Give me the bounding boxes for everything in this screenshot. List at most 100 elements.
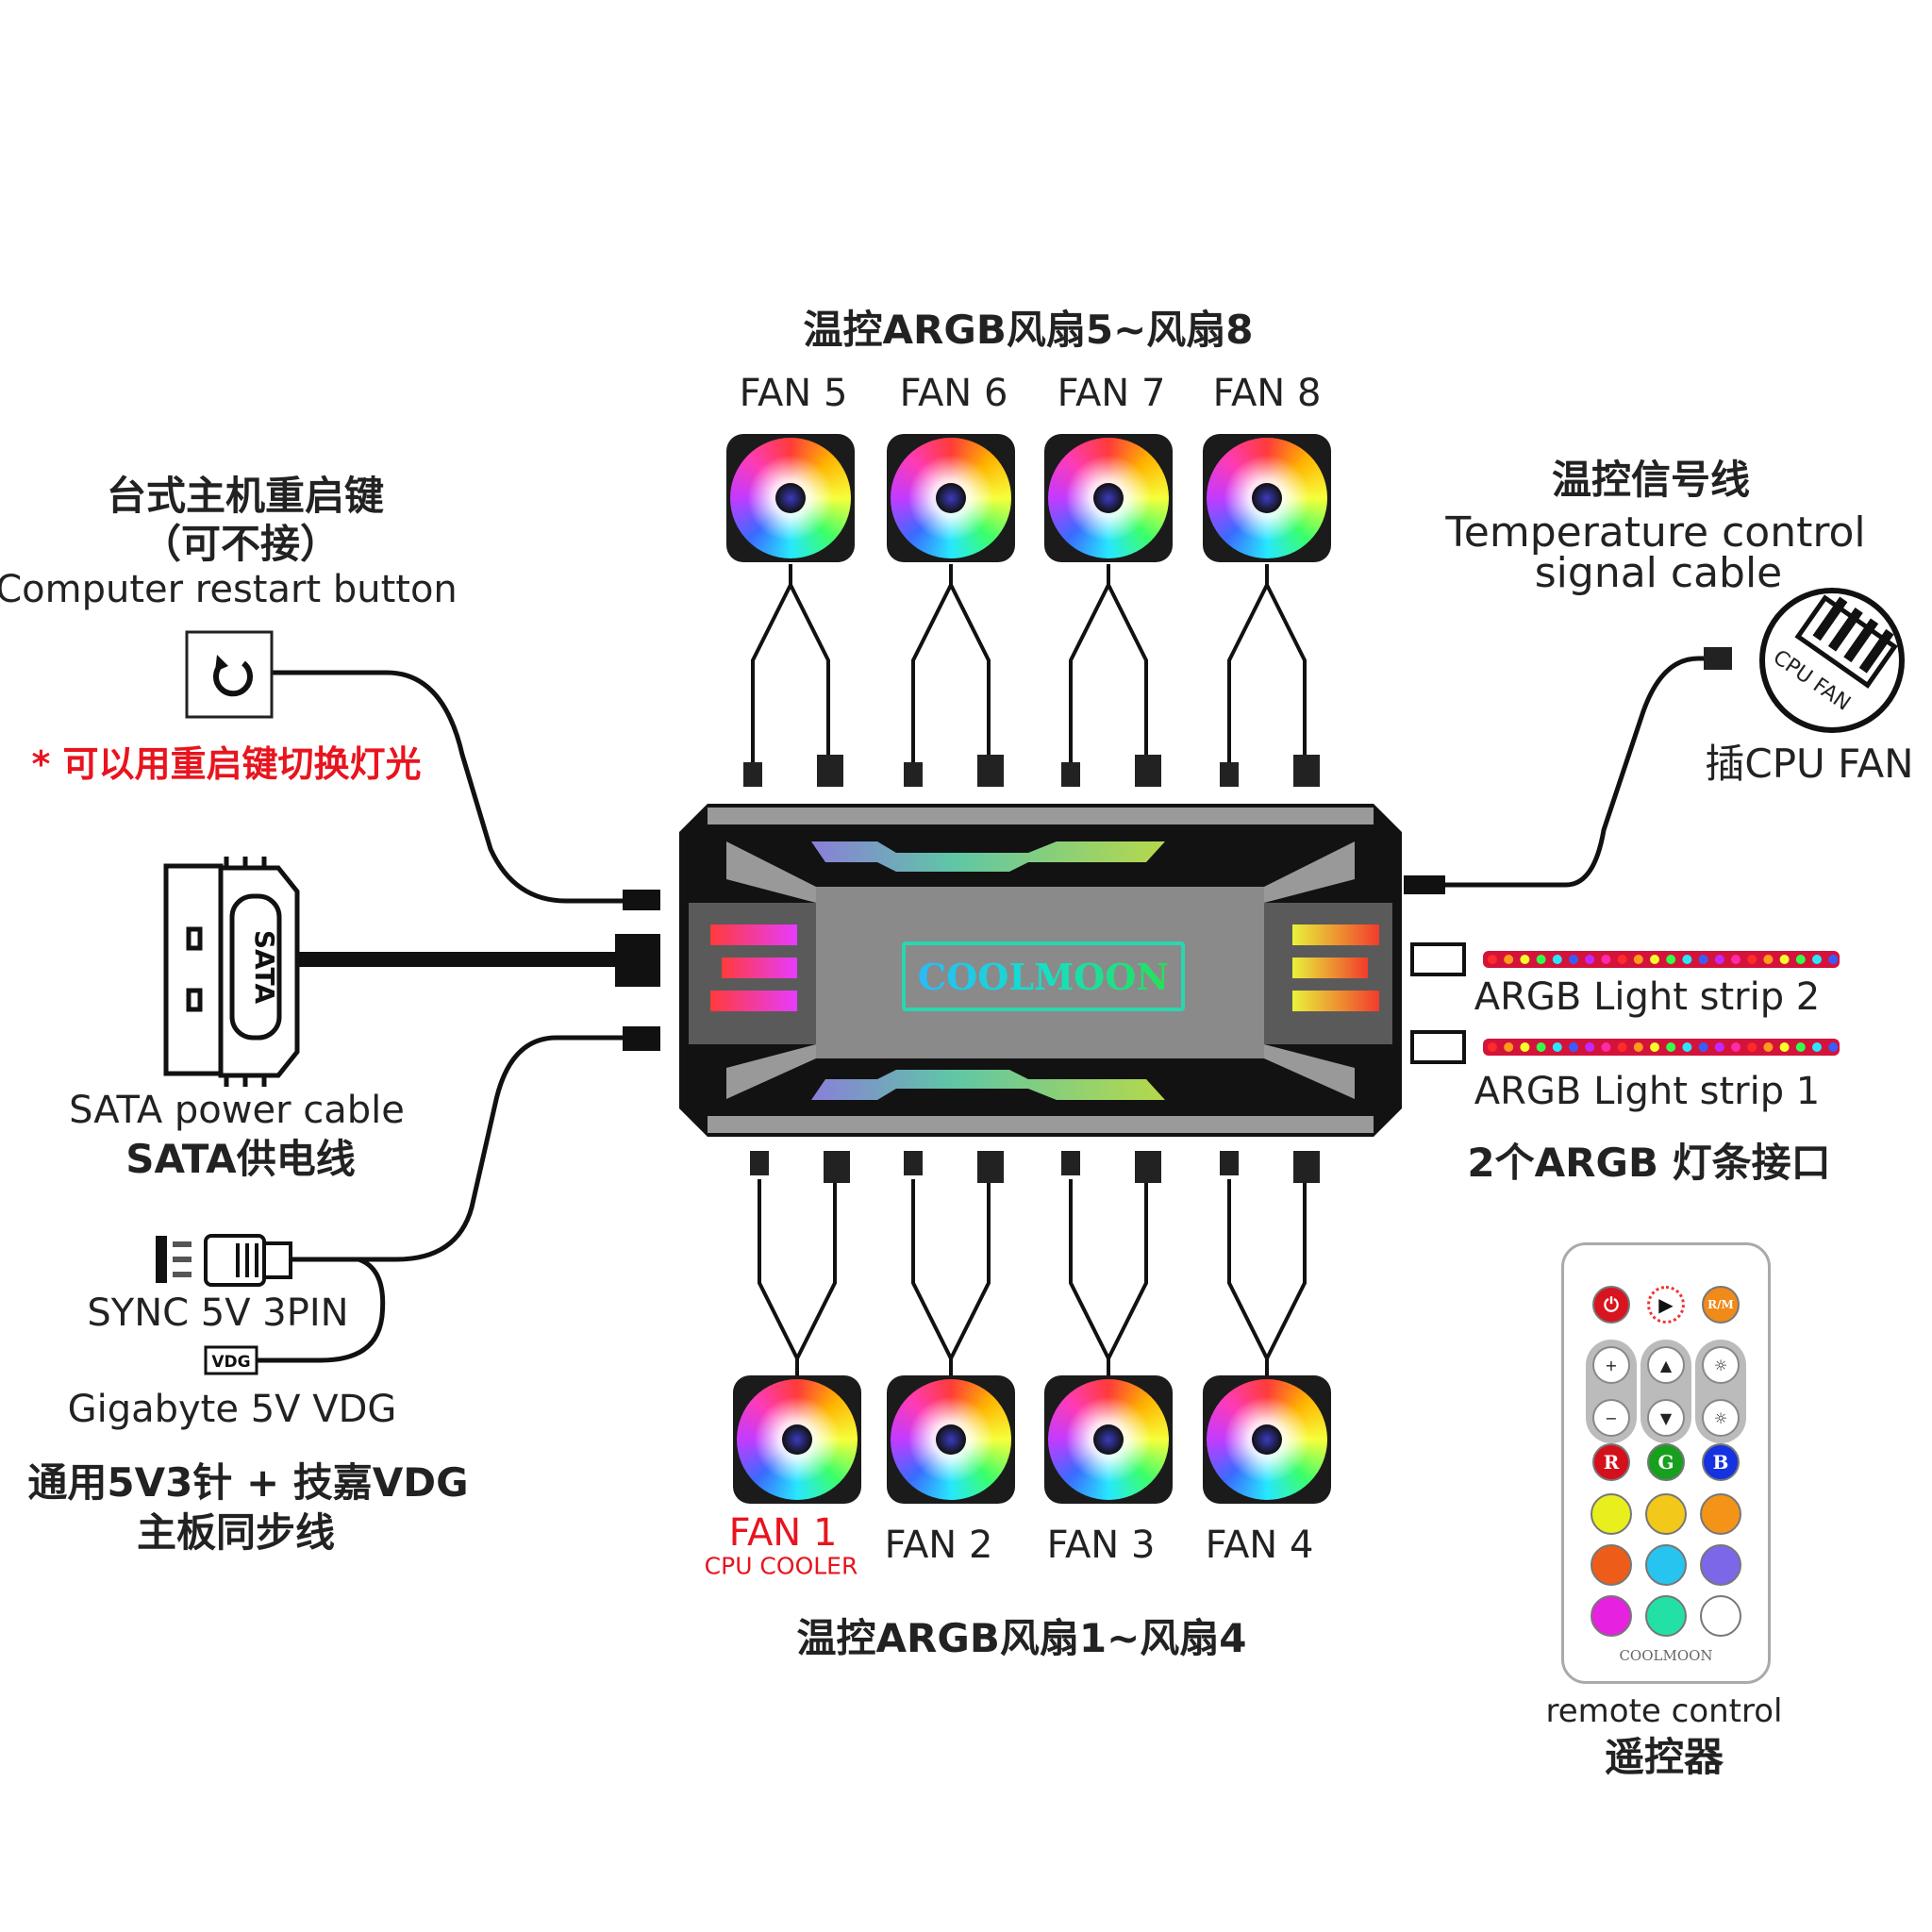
temp-signal-title-en-1: Temperature control xyxy=(1445,508,1866,557)
play-icon: ▶ xyxy=(1658,1293,1674,1316)
remote-brand: COOLMOON xyxy=(1619,1647,1713,1664)
strip-led xyxy=(1666,1042,1676,1052)
argb-strips-caption: 2个ARGB 灯条接口 xyxy=(1467,1140,1831,1186)
controller-hub: COOLMOON xyxy=(679,804,1402,1137)
fan-1-cable xyxy=(758,1179,837,1375)
remote-color-button[interactable] xyxy=(1591,1544,1632,1586)
strip-led xyxy=(1682,1042,1692,1052)
strip-led xyxy=(1585,1042,1595,1052)
strip-led xyxy=(1552,1042,1562,1052)
fan-4-image xyxy=(1203,1375,1331,1504)
strip-led xyxy=(1601,955,1611,964)
strip-led xyxy=(1650,955,1659,964)
strip-led xyxy=(1650,1042,1659,1052)
remote-color-button[interactable] xyxy=(1700,1544,1741,1586)
restart-icon xyxy=(213,660,253,697)
strip-led xyxy=(1747,955,1757,964)
remote-label-cn: 遥控器 xyxy=(1604,1734,1724,1780)
strip-led xyxy=(1536,955,1546,964)
light-strips xyxy=(1410,942,1840,1064)
remote-color-button[interactable] xyxy=(1700,1595,1741,1637)
remote-r-button[interactable]: R xyxy=(1592,1443,1630,1481)
sync-3pin-connector-icon xyxy=(156,1234,292,1287)
fan-2-argb-plug xyxy=(977,1151,1004,1183)
strip-connector xyxy=(1410,942,1466,976)
fan-1-argb-plug xyxy=(824,1151,850,1183)
fan-1-label: FAN 1 xyxy=(728,1511,838,1555)
power-icon: ⏻ xyxy=(1604,1293,1619,1316)
remote-label-en: remote control xyxy=(1545,1692,1783,1730)
hub-brand-logo: COOLMOON xyxy=(902,941,1185,1011)
fan-6-cable xyxy=(911,564,991,764)
strip-led xyxy=(1552,955,1562,964)
strip-led xyxy=(1779,955,1790,964)
mode-down-button[interactable]: ▼ xyxy=(1647,1399,1685,1437)
remote-color-button[interactable] xyxy=(1645,1493,1687,1535)
remote-g-button[interactable]: G xyxy=(1647,1443,1685,1481)
vdg-tag: VDG xyxy=(211,1353,250,1372)
sync-plug xyxy=(623,1026,660,1051)
sync-cable xyxy=(257,1035,623,1363)
fan-3-label: FAN 3 xyxy=(1046,1524,1156,1567)
mode-rocker: ▲ ▼ xyxy=(1641,1340,1691,1443)
strip-led xyxy=(1731,955,1740,964)
fan-7-cable xyxy=(1069,564,1148,764)
strip-led xyxy=(1488,1042,1497,1052)
remote-color-button[interactable] xyxy=(1645,1595,1687,1637)
restart-note: * 可以用重启键切换灯光 xyxy=(31,743,422,785)
fan-6-pwm-plug xyxy=(904,762,923,787)
strip-led xyxy=(1633,955,1643,964)
strip-led xyxy=(1569,955,1578,964)
strip-led xyxy=(1617,955,1627,964)
restart-title-en: Computer restart button xyxy=(0,568,458,611)
gigabyte-vdg-label: Gigabyte 5V VDG xyxy=(67,1388,397,1431)
remote-color-button[interactable] xyxy=(1591,1493,1632,1535)
strip-led xyxy=(1779,1042,1790,1052)
fan-2-cable xyxy=(911,1179,991,1375)
strip-led xyxy=(1698,1042,1708,1052)
speed-rocker: + − xyxy=(1586,1340,1637,1443)
fan-7-pwm-plug xyxy=(1061,762,1080,787)
brightness-rocker: ☼ ☼ xyxy=(1695,1340,1746,1443)
remote-rm-button[interactable]: R/M xyxy=(1702,1286,1740,1324)
fan-4-pwm-plug xyxy=(1220,1151,1239,1175)
remote-color-button[interactable] xyxy=(1700,1493,1741,1535)
strip-led xyxy=(1795,955,1806,964)
remote-color-button[interactable] xyxy=(1645,1544,1687,1586)
strip-led xyxy=(1488,955,1497,964)
sata-label-cn: SATA供电线 xyxy=(125,1136,356,1182)
remote-power-button[interactable]: ⏻ xyxy=(1592,1286,1630,1324)
strip-led xyxy=(1828,955,1839,964)
strip-led xyxy=(1601,1042,1611,1052)
remote-color-button[interactable] xyxy=(1591,1595,1632,1637)
strip-led xyxy=(1633,1042,1643,1052)
fan-5-cable xyxy=(751,564,830,764)
strip-led xyxy=(1795,1042,1806,1052)
temp-plug-hub xyxy=(1404,875,1445,894)
strip-led xyxy=(1682,955,1692,964)
strip-led xyxy=(1617,1042,1627,1052)
cpu-fan-plug xyxy=(1704,647,1732,670)
speed-down-button[interactable]: − xyxy=(1592,1399,1630,1437)
cpu-fan-badge-icon xyxy=(1759,588,1905,733)
bottom-fans-title: 温控ARGB风扇1~风扇4 xyxy=(796,1615,1247,1661)
fan-6-argb-plug xyxy=(977,755,1004,787)
fan-8-image xyxy=(1203,434,1331,562)
argb-strip-1-label: ARGB Light strip 1 xyxy=(1474,1070,1821,1113)
speed-up-button[interactable]: + xyxy=(1592,1346,1630,1384)
remote-b-button[interactable]: B xyxy=(1702,1443,1740,1481)
vdg-connector xyxy=(204,1345,258,1375)
brightness-up-button[interactable]: ☼ xyxy=(1702,1346,1740,1384)
remote-play-button[interactable]: ▶ xyxy=(1647,1286,1685,1324)
strip-led xyxy=(1666,955,1676,964)
strip-led xyxy=(1763,1042,1774,1052)
strip-led xyxy=(1504,1042,1514,1052)
fan-2-pwm-plug xyxy=(904,1151,923,1175)
mode-up-button[interactable]: ▲ xyxy=(1647,1346,1685,1384)
fan-7-argb-plug xyxy=(1135,755,1161,787)
brightness-down-button[interactable]: ☼ xyxy=(1702,1399,1740,1437)
restart-title-cn: 台式主机重启键 xyxy=(106,473,385,519)
fan-6-label: FAN 6 xyxy=(899,372,1008,415)
fan-3-cable xyxy=(1069,1179,1148,1375)
